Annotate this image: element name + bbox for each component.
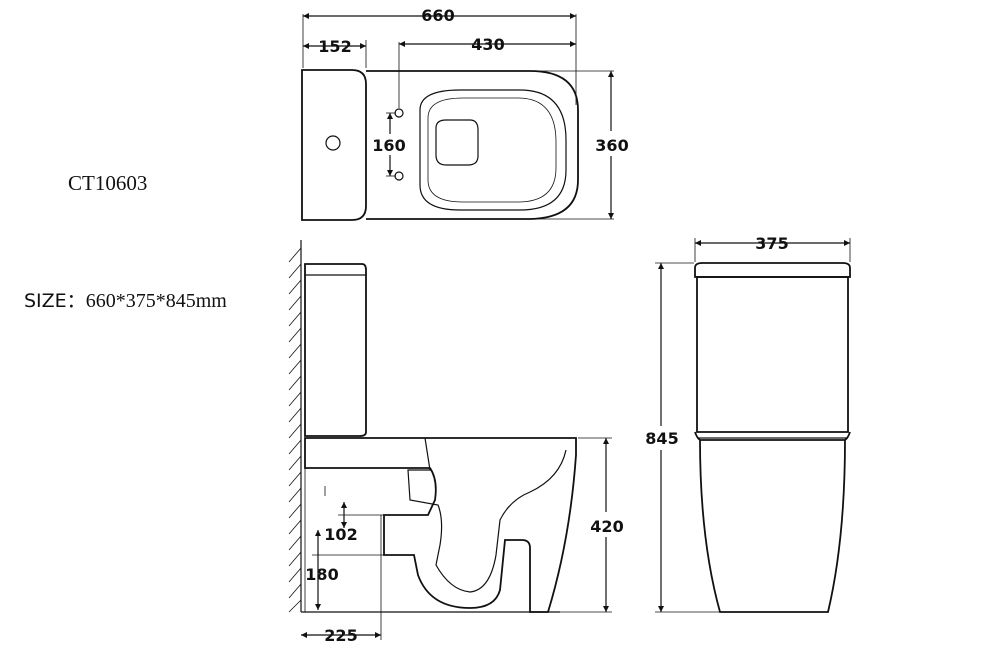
top-view-tank — [301, 69, 367, 221]
front-view-tank — [696, 276, 849, 433]
dim-front-width: 375 — [755, 234, 788, 253]
dim-outlet-102: 102 — [324, 525, 357, 544]
top-view-seat — [419, 89, 567, 211]
front-view: 375 845 — [645, 234, 851, 613]
side-view-tank — [304, 263, 367, 437]
size-label: SIZE： — [24, 290, 86, 312]
top-view: 660 152 430 160 360 — [301, 6, 629, 221]
size-spec: SIZE：660*375*845mm — [24, 286, 227, 313]
size-value: 660*375*845mm — [85, 290, 227, 312]
seat-hole-top — [394, 108, 404, 118]
wall-hatch — [288, 247, 302, 613]
dim-overall-width: 360 — [595, 136, 628, 155]
side-view: 102 180 225 420 — [288, 240, 624, 645]
front-view-bowl — [694, 431, 851, 613]
dim-overall-length: 660 — [421, 6, 454, 25]
dim-bowl-length: 430 — [471, 35, 504, 54]
dim-total-height: 845 — [645, 429, 678, 448]
model-code: CT10603 — [68, 171, 148, 195]
top-view-flush-hole — [325, 135, 341, 151]
dim-tank-depth: 152 — [318, 37, 351, 56]
dim-outlet-180: 180 — [305, 565, 338, 584]
dim-seat-hole-spacing: 160 — [372, 136, 405, 155]
seat-hole-bottom — [394, 171, 404, 181]
dim-seat-height: 420 — [590, 517, 623, 536]
front-view-tank-lid — [694, 262, 851, 278]
dim-rough-in: 225 — [324, 626, 357, 645]
top-view-bowl-outline — [366, 70, 579, 220]
top-view-bowl-opening — [435, 119, 479, 166]
side-view-bowl — [304, 437, 577, 613]
